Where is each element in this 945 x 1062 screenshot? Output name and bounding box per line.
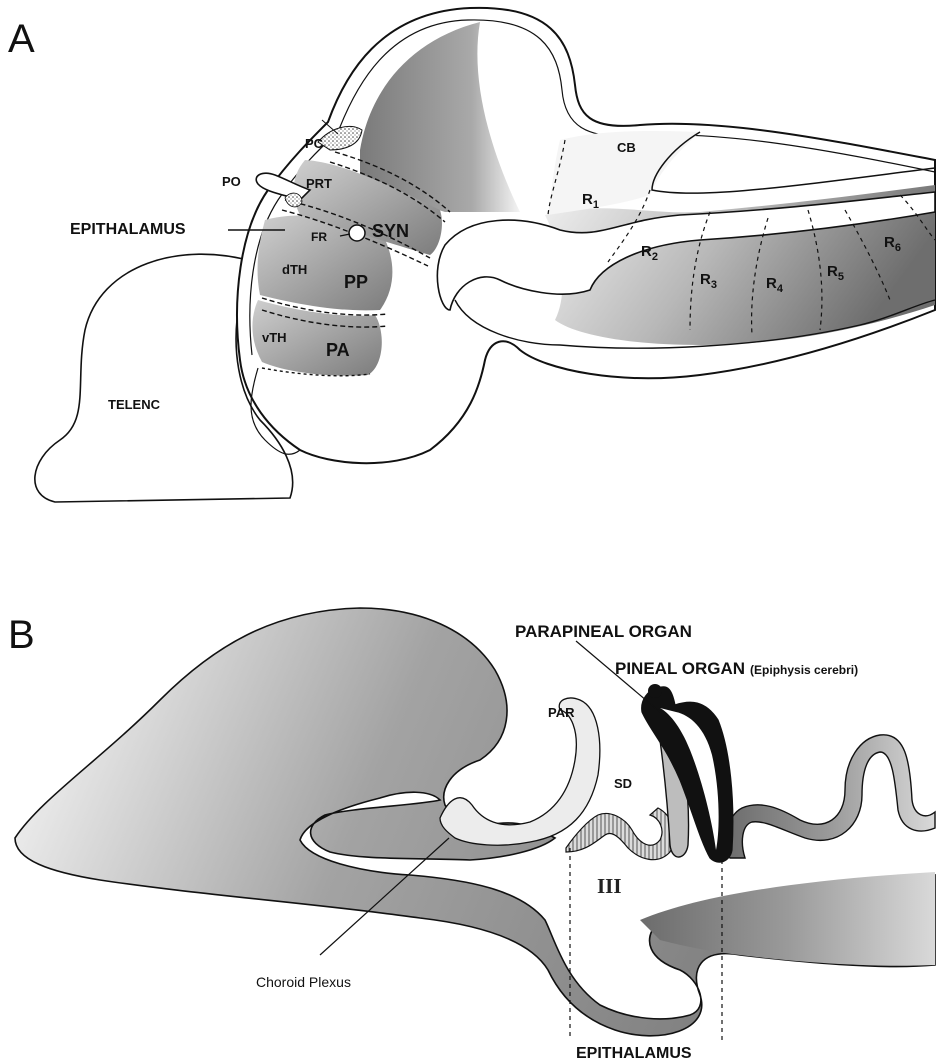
label-pc: PC xyxy=(305,136,324,151)
label-r1-sub: 1 xyxy=(593,199,599,211)
label-pp: PP xyxy=(344,272,368,292)
label-prt: PRT xyxy=(306,176,332,191)
fasciculus-retroflexus-marker xyxy=(349,225,365,241)
label-pineal-sub: (Epiphysis cerebri) xyxy=(750,663,858,677)
label-r4: R xyxy=(766,275,777,292)
label-po: PO xyxy=(222,174,241,189)
roof-plate-folds xyxy=(726,735,935,858)
label-pineal-main: PINEAL ORGAN xyxy=(615,659,745,678)
label-pa: PA xyxy=(326,340,350,360)
label-parapineal-organ: PARAPINEAL ORGAN xyxy=(515,622,692,641)
label-fr: FR xyxy=(311,230,327,244)
pineal-end-vesicle xyxy=(648,684,662,698)
label-r3: R xyxy=(700,271,711,288)
panel-a: A xyxy=(8,8,935,502)
label-syn: SYN xyxy=(372,221,409,241)
label-epithalamus-b: EPITHALAMUS xyxy=(576,1045,692,1062)
label-r2: R xyxy=(641,243,652,260)
panel-b: B PARAPINEAL ORGAN PINEAL ORGAN (Epiphysi… xyxy=(8,608,935,1062)
label-telenc: TELENC xyxy=(108,397,161,412)
label-choroid-plexus: Choroid Plexus xyxy=(256,974,351,990)
label-r3-sub: 3 xyxy=(711,279,717,291)
label-r5-sub: 5 xyxy=(838,271,844,283)
label-epithalamus-a: EPITHALAMUS xyxy=(70,221,186,238)
label-r6: R xyxy=(884,234,895,251)
label-r2-sub: 2 xyxy=(652,251,658,263)
label-r1: R xyxy=(582,191,593,208)
label-cb: CB xyxy=(617,140,636,155)
label-third-ventricle: III xyxy=(597,874,622,898)
panel-a-letter: A xyxy=(8,17,35,61)
panel-b-letter: B xyxy=(8,613,35,657)
label-pineal-organ: PINEAL ORGAN (Epiphysis cerebri) xyxy=(615,659,858,678)
label-dth: dTH xyxy=(282,262,307,277)
sd-region xyxy=(566,808,674,860)
label-sd: SD xyxy=(614,776,632,791)
label-r6-sub: 6 xyxy=(895,242,901,254)
label-r4-sub: 4 xyxy=(777,283,784,295)
label-par: PAR xyxy=(548,705,575,720)
label-vth: vTH xyxy=(262,330,287,345)
label-r5: R xyxy=(827,263,838,280)
